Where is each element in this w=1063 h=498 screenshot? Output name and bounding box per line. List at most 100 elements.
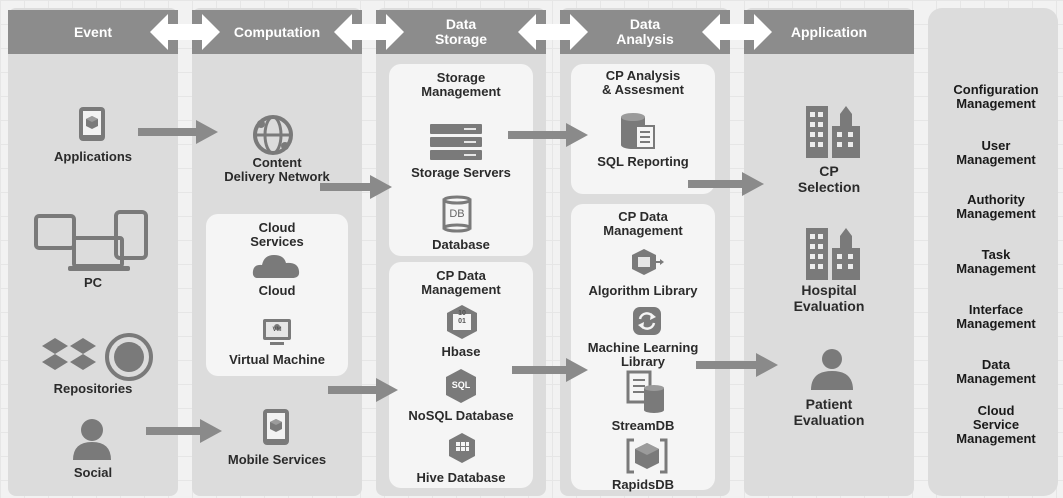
arrow-nosql-to-ml: [512, 358, 588, 382]
ml-library-label-line2: Library: [620, 354, 666, 369]
user-management-item: User Management: [936, 139, 1056, 167]
database-label: Database: [432, 237, 490, 252]
cloud-icon: [252, 255, 300, 278]
task-management-line1: Task: [981, 247, 1011, 262]
cloud-services-title-line1: Cloud: [258, 220, 296, 235]
database-icon: [442, 195, 472, 233]
algorithm-library-label: Algorithm Library: [588, 283, 698, 298]
configuration-management-line2: Management: [956, 96, 1036, 111]
arrow-analysis-to-cp-selection: [688, 172, 764, 196]
cp-data-management-analysis-title-line2: Management: [603, 223, 683, 238]
arrow-storage-to-analysis: [508, 123, 588, 147]
hospital-evaluation-label-line1: Hospital: [801, 282, 857, 298]
storage-management-title-line1: Storage: [436, 70, 486, 85]
nosql-database-label: NoSQL Database: [408, 408, 514, 423]
repositories-label: Repositories: [53, 381, 133, 396]
cp-data-management-storage-title-line1: CP Data: [436, 268, 486, 283]
connector-arrow-3: [518, 14, 588, 50]
applications-icon: [79, 107, 105, 141]
rapidsdb-icon: [626, 438, 668, 474]
user-icon: [73, 419, 111, 460]
hive-database-label: Hive Database: [416, 470, 506, 485]
application-column: [744, 8, 914, 496]
header-event: Event: [8, 10, 178, 54]
rapidsdb-label: RapidsDB: [611, 477, 675, 492]
cloud-service-management-line1: Cloud: [977, 403, 1015, 418]
sql-reporting-label: SQL Reporting: [597, 154, 689, 169]
management-column: [928, 8, 1058, 496]
user-management-line2: Management: [956, 152, 1036, 167]
sql-reporting-icon: [621, 113, 655, 149]
configuration-management-item: Configuration Management: [936, 83, 1056, 111]
patient-evaluation-label-line1: Patient: [805, 396, 853, 412]
cp-data-management-analysis-title-line1: CP Data: [618, 209, 668, 224]
algorithm-library-icon: [632, 249, 664, 275]
mobile-services-label: Mobile Services: [227, 452, 327, 467]
arrow-cdn-to-storage: [320, 175, 392, 199]
connector-arrow-2: [334, 14, 404, 50]
event-column: [8, 8, 178, 496]
data-management-line2: Management: [956, 371, 1036, 386]
ml-library-label-line1: Machine Learning: [587, 340, 699, 355]
user-management-line1: User: [981, 138, 1011, 153]
connector-arrow-4: [702, 14, 772, 50]
cloud-services-panel: [206, 214, 348, 376]
header-connectors: [150, 14, 772, 50]
connector-arrow-1: [150, 14, 220, 50]
cp-selection-label-line2: Selection: [797, 179, 861, 195]
cdn-icon: [253, 115, 293, 155]
streamdb-label: StreamDB: [611, 418, 675, 433]
cdn-label-line1: Content: [252, 155, 302, 170]
cloud-label: Cloud: [258, 283, 296, 298]
vm-icon: [263, 319, 291, 345]
authority-management-line2: Management: [956, 206, 1036, 221]
hive-icon: [449, 433, 475, 463]
streamdb-icon: [626, 370, 664, 413]
data-management-line1: Data: [981, 357, 1011, 372]
cloud-service-management-line3: Management: [956, 431, 1036, 446]
arrow-social-to-mobile: [146, 419, 222, 443]
data-management-item: Data Management: [936, 358, 1056, 386]
arrow-vm-to-nosql: [328, 378, 398, 402]
social-label: Social: [73, 465, 113, 480]
cloud-service-management-line2: Service: [972, 417, 1020, 432]
hospital-building-icon: [806, 228, 860, 280]
patient-evaluation-label-line2: Evaluation: [793, 412, 865, 428]
pc-icon: [34, 210, 148, 271]
cp-analysis-title-line1: CP Analysis: [605, 68, 681, 83]
virtual-machine-label: Virtual Machine: [229, 352, 325, 367]
task-management-item: Task Management: [936, 248, 1056, 276]
ml-library-icon: [633, 307, 661, 335]
cdn-label-line2: Delivery Network: [224, 169, 330, 184]
cp-selection-building-icon: [806, 106, 860, 158]
applications-label: Applications: [53, 149, 132, 164]
arrow-applications-to-cdn: [138, 120, 218, 144]
cloud-services-title-line2: Services: [250, 234, 304, 249]
vm-badge: VM: [272, 327, 282, 333]
hbase-badge-line1: 10: [458, 310, 466, 317]
hbase-badge-line2: 01: [458, 318, 466, 325]
interface-management-line2: Management: [956, 316, 1036, 331]
mobile-services-icon: [263, 409, 289, 445]
db-badge: DB: [449, 208, 465, 220]
storage-management-title-line2: Management: [421, 84, 501, 99]
interface-management-line1: Interface: [968, 302, 1024, 317]
header-computation: Computation: [192, 10, 362, 54]
sql-badge: SQL: [451, 380, 471, 390]
hospital-evaluation-label-line2: Evaluation: [793, 298, 865, 314]
patient-icon: [811, 349, 853, 390]
header-application: Application: [744, 10, 914, 54]
cp-selection-label-line1: CP: [819, 163, 839, 179]
pc-label: PC: [83, 275, 103, 290]
cp-analysis-title-line2: & Assesment: [602, 82, 684, 97]
github-icon: [105, 333, 153, 381]
cp-data-management-storage-title-line2: Management: [421, 282, 501, 297]
configuration-management-line1: Configuration: [953, 82, 1039, 97]
dropbox-icon: [42, 338, 96, 370]
interface-management-item: Interface Management: [936, 303, 1056, 331]
task-management-line2: Management: [956, 261, 1036, 276]
arrow-ml-to-patient: [696, 353, 778, 377]
